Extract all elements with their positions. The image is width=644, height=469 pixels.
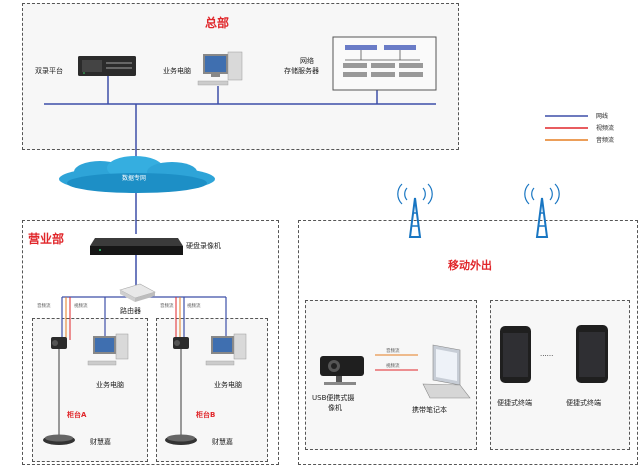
- mobile-audio-label: 音频流: [386, 349, 400, 354]
- server-rack-icon: [78, 56, 136, 76]
- dual-record-label: 双录平台: [35, 67, 63, 75]
- stream-label-audio-a: 音频流: [37, 304, 51, 309]
- mobile-video-label: 视频流: [386, 364, 400, 369]
- mobile-terminal-right-icon: [576, 325, 608, 383]
- legend-video-label: 视频流: [596, 125, 615, 132]
- storage-server-icon: [332, 36, 437, 91]
- desktop-pc-a-icon: [87, 333, 129, 366]
- branch-title: 营业部: [28, 232, 65, 246]
- desktop-pc-icon: [197, 51, 243, 86]
- laptop-label: 携带笔记本: [412, 406, 447, 414]
- stream-label-audio-b: 音频流: [160, 304, 174, 309]
- usb-camera-icon: [320, 356, 364, 385]
- radio-tower-left-icon: [397, 183, 433, 238]
- usb-camera-label-line1: USB便携式摄: [312, 394, 355, 402]
- counter-a-title: 柜台A: [67, 411, 87, 419]
- storage-label-line1: 网络: [300, 57, 314, 65]
- usb-camera-label-line2: 像机: [328, 404, 342, 412]
- counter-b-pc-label: 业务电脑: [214, 381, 242, 389]
- laptop-icon: [422, 344, 471, 399]
- stream-label-video-a: 视频流: [74, 304, 88, 309]
- hq-title: 总部: [205, 16, 230, 30]
- mobile-title: 移动外出: [448, 259, 492, 272]
- router-label: 路由器: [120, 307, 141, 315]
- cloud-icon: [59, 156, 215, 193]
- radio-tower-right-icon: [524, 183, 560, 238]
- counter-b-wisdom-label: 财慧嘉: [212, 438, 233, 446]
- terminal-left-label: 便捷式终端: [497, 399, 532, 407]
- cloud-label: 数据专网: [122, 175, 147, 182]
- camera-pole-b-icon: [165, 337, 197, 445]
- stream-label-video-b: 视频流: [187, 304, 201, 309]
- legend-audio-label: 音频流: [596, 137, 615, 144]
- legend-network-label: 网线: [596, 113, 609, 120]
- hq-pc-label: 业务电脑: [163, 67, 191, 75]
- counter-a-wisdom-label: 财慧嘉: [90, 438, 111, 446]
- mobile-terminal-left-icon: [500, 326, 531, 383]
- nvr-label: 硬盘录像机: [186, 242, 221, 250]
- camera-pole-a-icon: [43, 337, 75, 445]
- desktop-pc-b-icon: [205, 333, 247, 366]
- counter-b-title: 柜台B: [196, 411, 216, 419]
- counter-a-pc-label: 业务电脑: [96, 381, 124, 389]
- nvr-device-icon: [90, 238, 183, 255]
- storage-label-line2: 存储服务器: [284, 67, 319, 75]
- router-icon: [119, 283, 156, 302]
- terminal-right-label: 便捷式终端: [566, 399, 601, 407]
- mobile-dots: ······: [540, 352, 554, 360]
